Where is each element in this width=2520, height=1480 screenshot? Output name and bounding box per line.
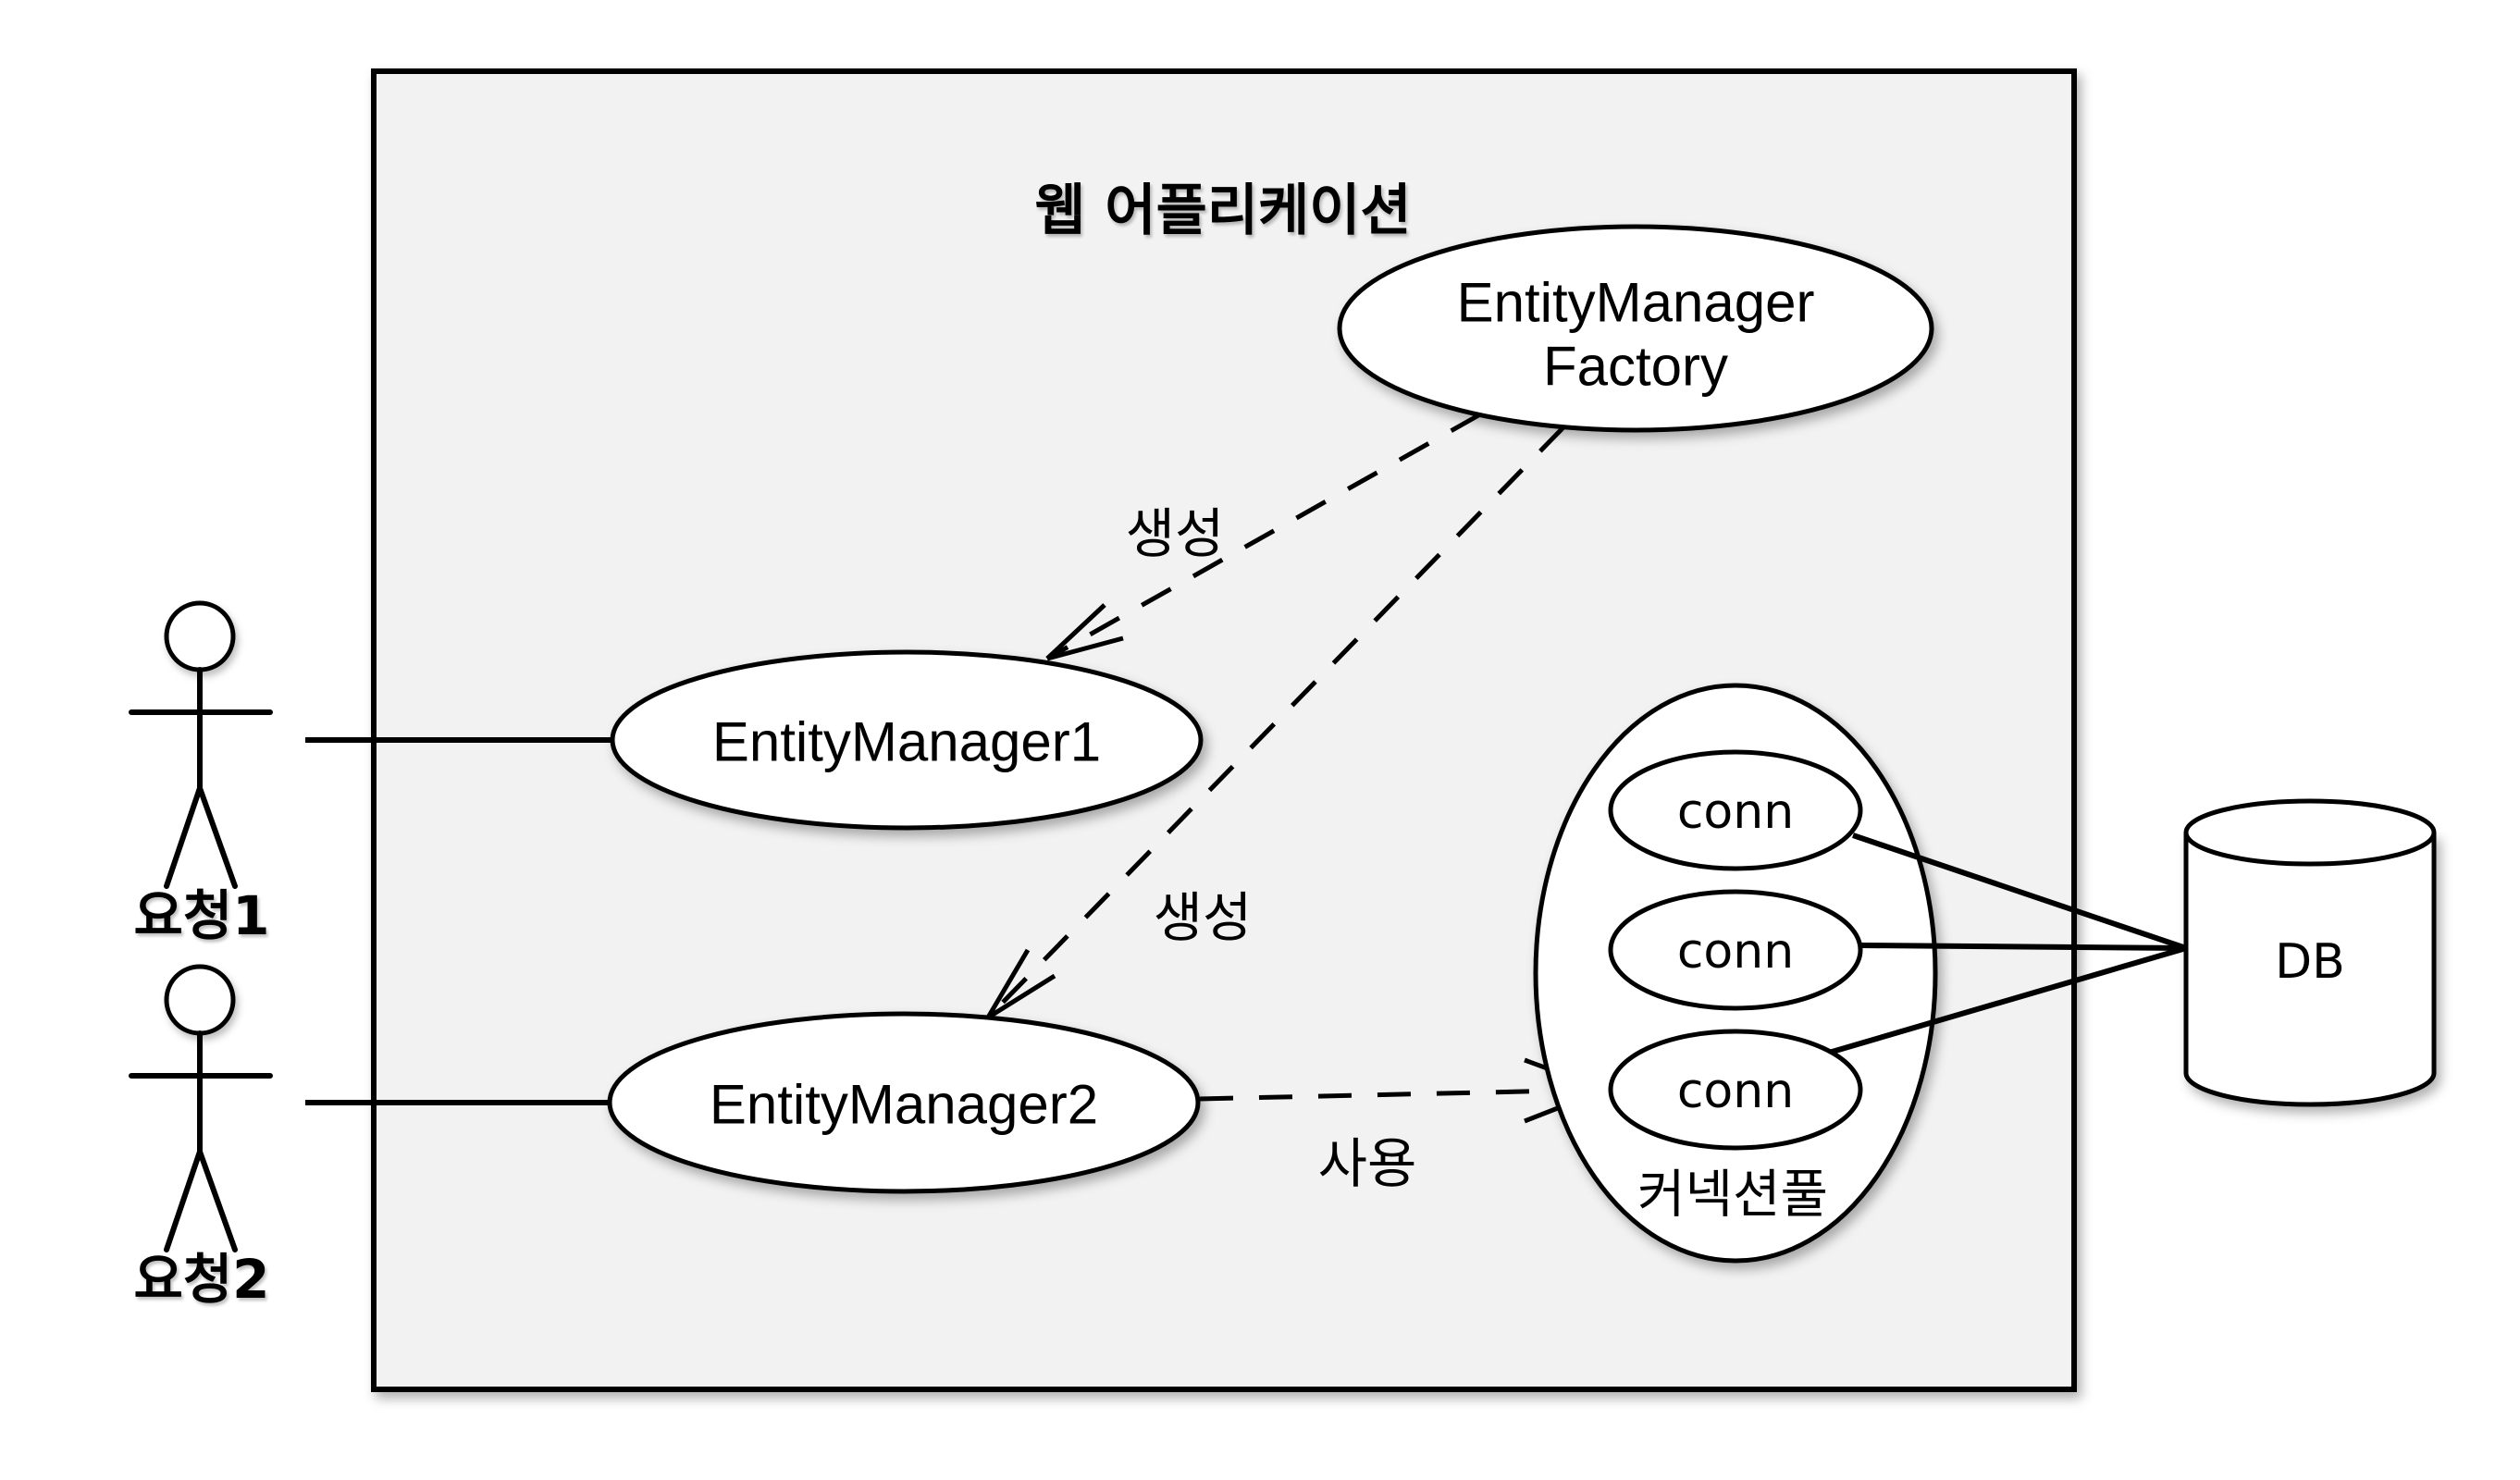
actor1-head bbox=[164, 600, 236, 672]
edge-create-em2-label: 생성 bbox=[1154, 886, 1253, 949]
node-db: DB bbox=[2183, 798, 2437, 1107]
em2-label: EntityManager2 bbox=[710, 1074, 1098, 1136]
conn1-label: conn bbox=[1677, 784, 1794, 840]
edge-conn1-db bbox=[1852, 832, 2187, 951]
conn2-ellipse bbox=[1608, 889, 1863, 1011]
edge-use-conn: 사용 bbox=[1199, 1057, 1606, 1195]
factory-label-line2: Factory bbox=[1543, 336, 1728, 398]
node-entitymanager1: EntityManager1 bbox=[610, 649, 1204, 831]
node-connection-pool: conn conn conn 커넥션풀 bbox=[1533, 683, 2187, 1264]
conn1-ellipse bbox=[1608, 749, 1863, 871]
actor2-label: 요청2 bbox=[133, 1248, 269, 1311]
edge-create-em1: 생성 bbox=[1045, 412, 1482, 661]
db-label: DB bbox=[2275, 934, 2345, 990]
em1-label: EntityManager1 bbox=[712, 711, 1101, 773]
actor2-body bbox=[129, 1030, 273, 1252]
db-cylinder-top bbox=[2183, 798, 2437, 867]
edge-use-line bbox=[1199, 1087, 1606, 1102]
actor1-label: 요청1 bbox=[133, 884, 269, 947]
edge-use-label: 사용 bbox=[1318, 1132, 1417, 1195]
db-cylinder-body bbox=[2183, 832, 2437, 1107]
conn3-label: conn bbox=[1677, 1064, 1794, 1119]
factory-label-line1: EntityManager bbox=[1457, 272, 1815, 334]
actor-request2: 요청2 bbox=[129, 964, 273, 1311]
node-entitymanager2: EntityManager2 bbox=[607, 1011, 1201, 1194]
actor2-head bbox=[164, 964, 236, 1036]
edge-conn2-db bbox=[1859, 943, 2187, 951]
edge-create-em1-label: 생성 bbox=[1126, 502, 1225, 565]
em2-ellipse bbox=[607, 1011, 1201, 1194]
edge-create-em2-line bbox=[986, 426, 1565, 1019]
edge-create-em2: 생성 bbox=[985, 426, 1565, 1020]
actor-request1: 요청1 bbox=[129, 600, 273, 947]
diagram-title: 웹 어플리케이션 bbox=[1034, 179, 1411, 243]
arrowhead-em2 bbox=[985, 948, 1056, 1020]
pool-label: 커넥션풀 bbox=[1637, 1166, 1828, 1226]
actor1-body bbox=[129, 667, 273, 889]
edge-create-em1-line bbox=[1045, 412, 1482, 661]
conn3-ellipse bbox=[1608, 1029, 1863, 1151]
arrowhead-em1 bbox=[1045, 603, 1124, 661]
edge-conn3-db bbox=[1828, 945, 2187, 1055]
node-entitymanager-factory: EntityManager Factory bbox=[1337, 224, 1934, 433]
em1-ellipse bbox=[610, 649, 1204, 831]
conn2-label: conn bbox=[1677, 924, 1794, 980]
factory-ellipse bbox=[1337, 224, 1934, 433]
